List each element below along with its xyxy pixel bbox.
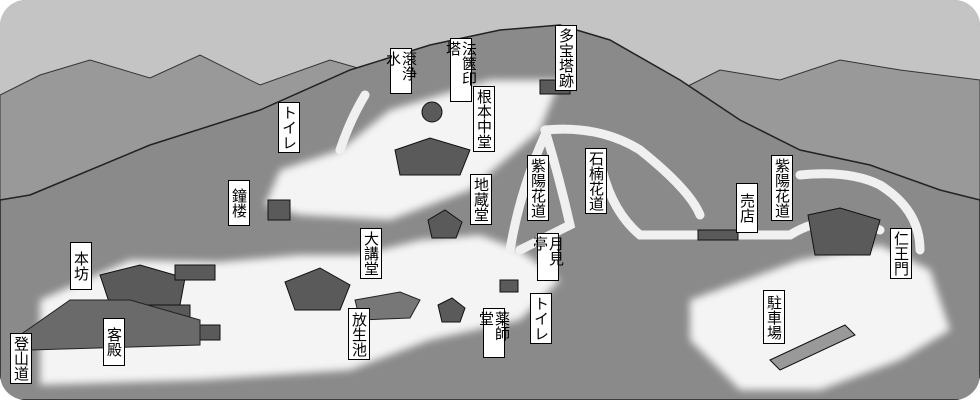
label-chushajo[interactable]: 駐車場 [763,290,785,344]
label-niomon[interactable]: 仁王門 [890,228,912,279]
buildings [99,79,881,371]
label-tozando[interactable]: 登山道 [10,333,32,384]
label-tsukimitei[interactable]: 月見亭 [531,233,565,281]
label-daikodo[interactable]: 大講堂 [360,228,382,279]
label-toilet-upper[interactable]: トイレ [278,102,300,153]
label-hojoike[interactable]: 放生池 [348,308,370,360]
label-konponchudo[interactable]: 根本中堂 [473,86,495,152]
label-kyakuden[interactable]: 客殿 [103,318,125,366]
label-baiten[interactable]: 売店 [736,183,758,233]
label-toilet-lower[interactable]: トイレ [530,293,552,344]
label-hokyointo[interactable]: 法篋印塔 [444,38,478,102]
label-honbo[interactable]: 本坊 [70,242,92,290]
label-shoro[interactable]: 鐘楼 [228,180,250,226]
label-ajisai-michi-center[interactable]: 紫陽花道 [527,155,549,221]
label-kozui[interactable]: 滾浄水 [384,48,418,94]
label-tahoto-ato[interactable]: 多宝塔跡 [555,25,577,91]
label-yakushido[interactable]: 薬師堂 [477,308,511,358]
label-shakunage-michi[interactable]: 石楠花道 [585,148,607,214]
label-jizodo[interactable]: 地蔵堂 [470,174,492,225]
label-ajisai-michi-right[interactable]: 紫陽花道 [771,155,793,221]
